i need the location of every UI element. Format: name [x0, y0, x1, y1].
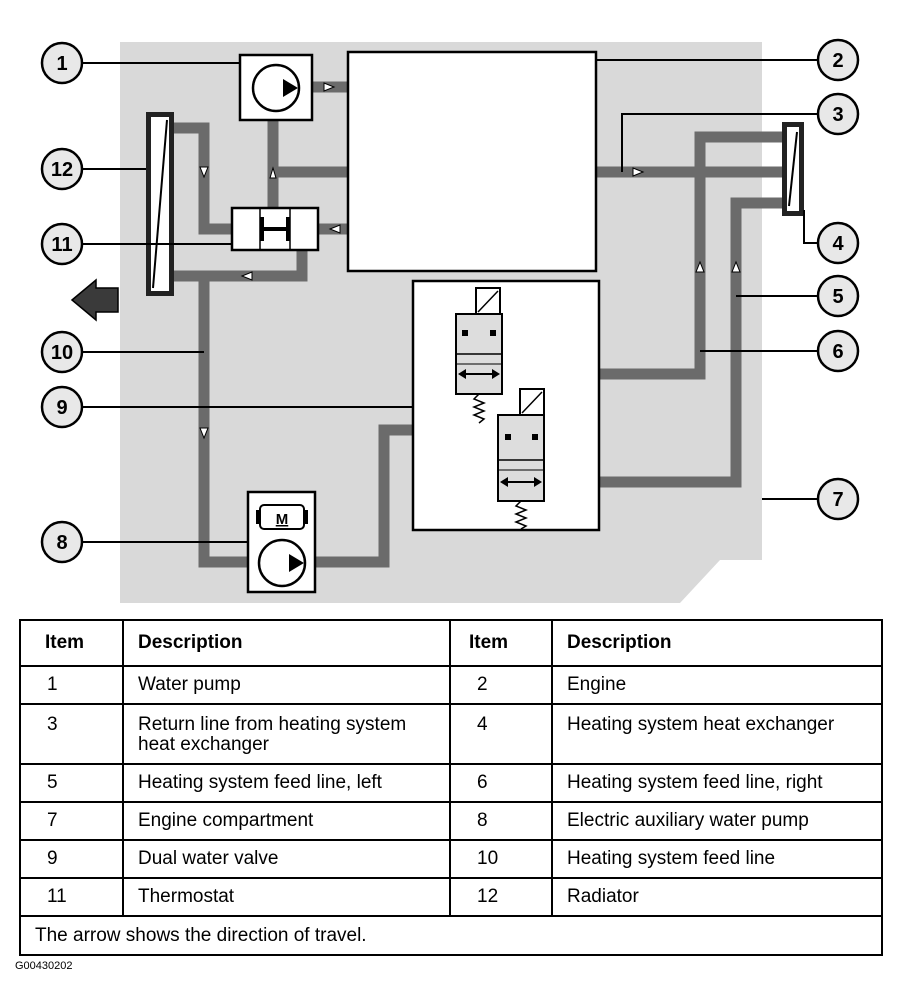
item-description: Heating system heat exchanger: [551, 703, 883, 765]
electric-auxiliary-water-pump: M: [246, 490, 317, 594]
callout-9: 9: [40, 385, 84, 429]
item-number: 9: [19, 839, 124, 879]
svg-text:9: 9: [56, 397, 67, 419]
item-number: 2: [449, 665, 553, 705]
upper-valve: [455, 287, 503, 424]
item-number: 5: [19, 763, 124, 803]
item-number: 12: [449, 877, 553, 917]
flow-arrow-down-icon: [199, 166, 209, 179]
item-description: Thermostat: [122, 877, 451, 917]
table-row: 7 Engine compartment 8 Electric auxiliar…: [19, 801, 883, 841]
pipe-radiator-bottom: [174, 250, 308, 282]
item-description: Heating system feed line: [551, 839, 883, 879]
item-number: 7: [19, 801, 124, 841]
svg-text:6: 6: [832, 341, 843, 363]
flow-arrow-left-icon: [240, 271, 253, 281]
header-description: Description: [551, 619, 883, 667]
figure-code: G00430202: [15, 960, 73, 972]
table-row: 9 Dual water valve 10 Heating system fee…: [19, 839, 883, 879]
flow-arrow-right-icon: [323, 82, 336, 92]
svg-text:11: 11: [51, 234, 72, 256]
pipe-pump8-to-valve: [315, 424, 432, 568]
flow-arrow-left-icon: [328, 224, 341, 234]
item-description: Engine compartment: [122, 801, 451, 841]
svg-text:1: 1: [56, 53, 67, 75]
table-row: 11 Thermostat 12 Radiator: [19, 877, 883, 917]
item-number: 6: [449, 763, 553, 803]
callout-1: 1: [40, 41, 84, 85]
item-description: Return line from heating system heat exc…: [122, 703, 451, 765]
engine-block: [346, 50, 598, 273]
svg-text:12: 12: [51, 159, 73, 181]
flow-arrow-up-icon: [695, 260, 705, 273]
flow-arrow-down-icon: [199, 427, 209, 440]
table-header-row: Item Description Item Description: [19, 619, 883, 667]
svg-text:4: 4: [832, 233, 844, 255]
table-note-row: The arrow shows the direction of travel.: [19, 915, 883, 956]
thermostat: [230, 206, 320, 252]
callout-12: 12: [40, 147, 84, 191]
svg-text:8: 8: [56, 532, 67, 554]
item-description: Engine: [551, 665, 883, 705]
callout-7: 7: [816, 477, 860, 521]
callout-6: 6: [816, 329, 860, 373]
item-description: Radiator: [551, 877, 883, 917]
motor-label: M: [276, 511, 289, 528]
item-description: Heating system feed line, left: [122, 763, 451, 803]
table-row: 5 Heating system feed line, left 6 Heati…: [19, 763, 883, 803]
item-number: 4: [449, 703, 553, 765]
svg-text:2: 2: [832, 50, 843, 72]
heat-exchanger: [782, 122, 804, 216]
callout-5: 5: [816, 274, 860, 318]
item-description: Water pump: [122, 665, 451, 705]
flow-arrow-up-icon: [731, 260, 741, 273]
item-description: Dual water valve: [122, 839, 451, 879]
cooling-system-diagram: M 1 2 3 4 5 6 7: [40, 38, 860, 603]
callout-3: 3: [816, 92, 860, 136]
table-row: 1 Water pump 2 Engine: [19, 665, 883, 705]
header-item: Item: [19, 619, 124, 667]
flow-arrow-left-icon: [632, 167, 645, 177]
callout-2: 2: [816, 38, 860, 82]
direction-note: The arrow shows the direction of travel.: [19, 915, 883, 956]
svg-text:7: 7: [832, 489, 843, 511]
lower-valve: [497, 388, 545, 530]
callout-bubbles: 1 2 3 4 5 6 7 8 9 10 11 12: [40, 38, 860, 564]
leader-lines: [82, 59, 818, 543]
flow-direction-arrows: [199, 82, 741, 440]
svg-text:3: 3: [832, 104, 843, 126]
legend-table: Item Description Item Description 1 Wate…: [19, 619, 883, 956]
water-pump: [238, 53, 314, 122]
svg-text:10: 10: [51, 342, 73, 364]
callout-10: 10: [40, 330, 84, 374]
item-number: 11: [19, 877, 124, 917]
header-description: Description: [122, 619, 451, 667]
svg-text:5: 5: [832, 286, 843, 308]
feed-line-pipe: [198, 276, 248, 568]
item-description: Heating system feed line, right: [551, 763, 883, 803]
callout-8: 8: [40, 520, 84, 564]
table-row: 3 Return line from heating system heat e…: [19, 703, 883, 765]
item-description: Electric auxiliary water pump: [551, 801, 883, 841]
callout-11: 11: [40, 222, 84, 266]
item-number: 3: [19, 703, 124, 765]
flow-arrow-up-icon: [269, 166, 277, 179]
radiator: [146, 112, 174, 296]
callout-4: 4: [816, 221, 860, 265]
direction-of-travel-arrow-icon: [70, 278, 119, 322]
header-item: Item: [449, 619, 553, 667]
dual-water-valve: [411, 279, 601, 532]
item-number: 10: [449, 839, 553, 879]
pipe-radiator-top: [174, 122, 232, 235]
item-number: 8: [449, 801, 553, 841]
item-number: 1: [19, 665, 124, 705]
